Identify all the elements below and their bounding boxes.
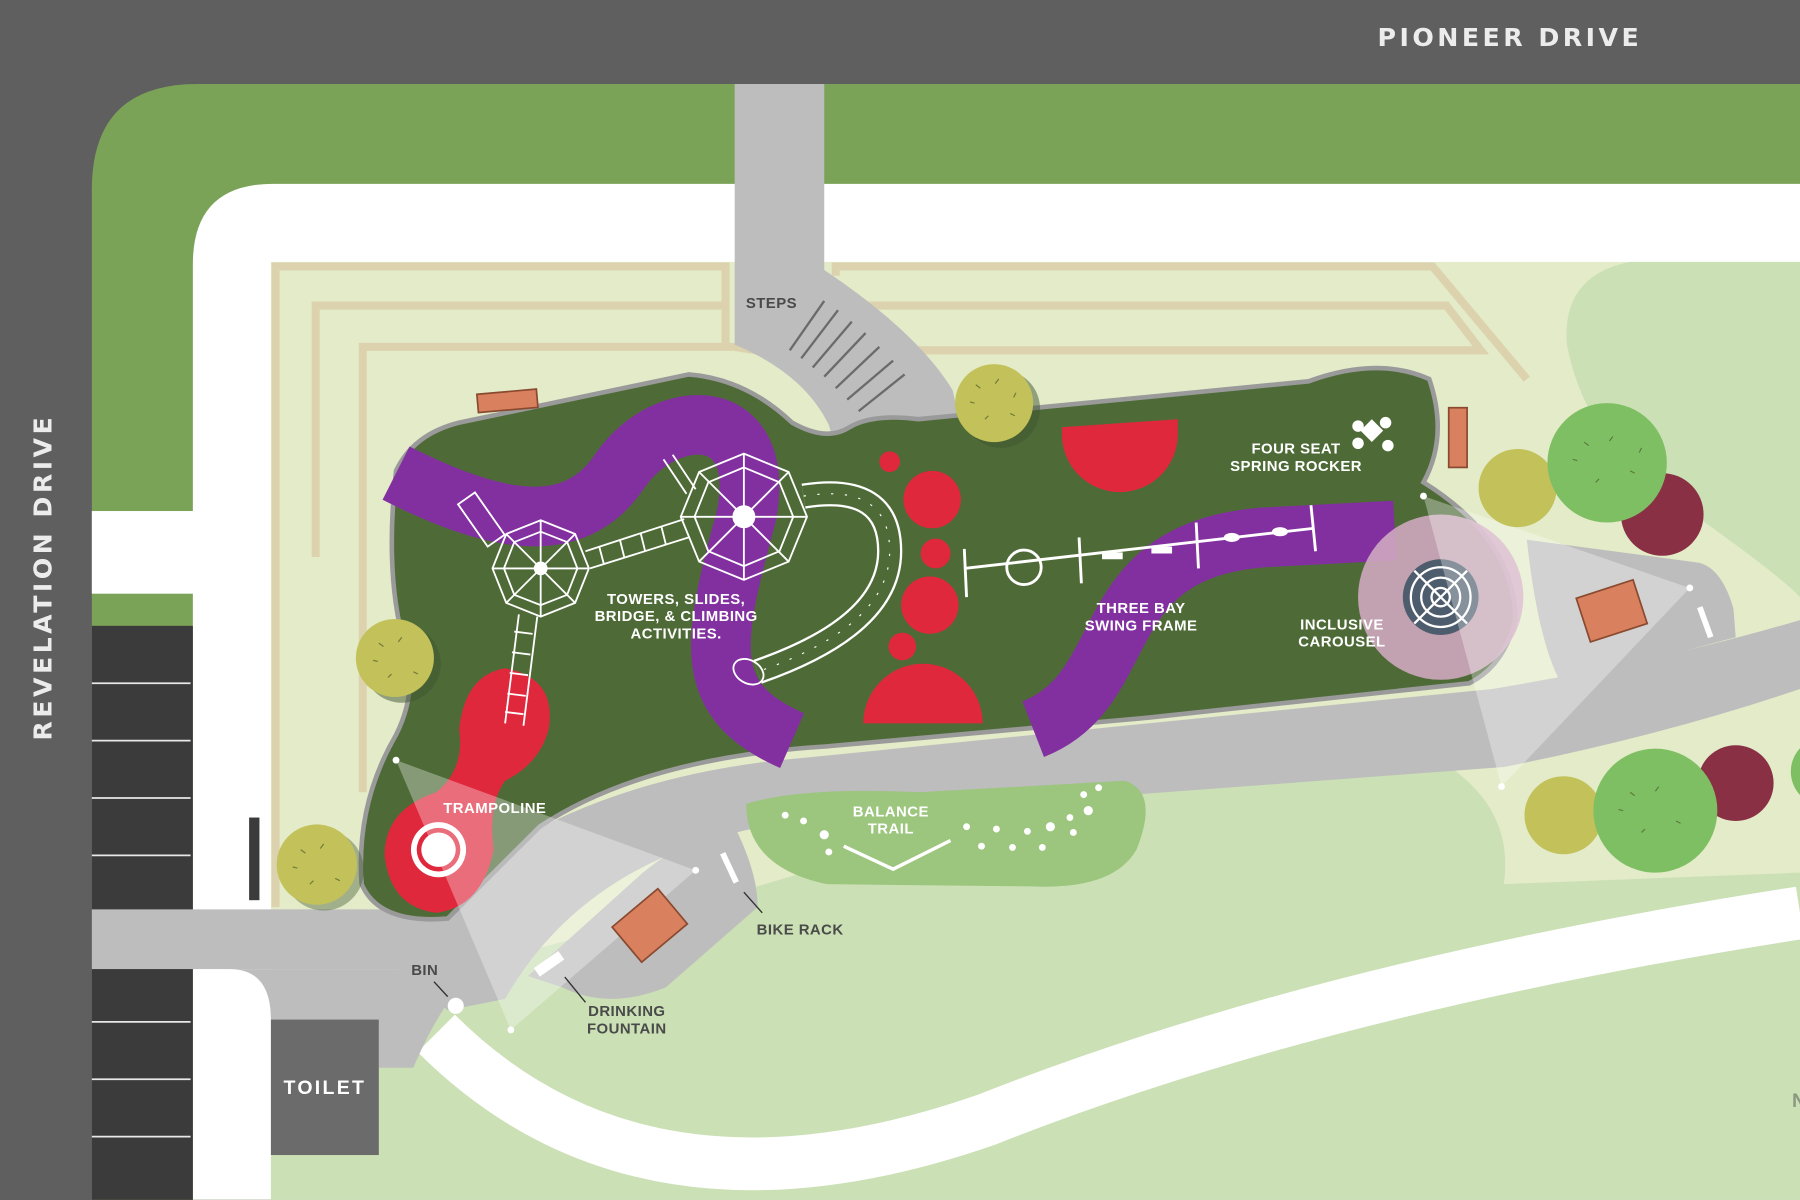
trampoline <box>410 822 467 878</box>
toilet-block <box>270 1019 379 1156</box>
footpath-curve <box>417 886 1800 1191</box>
bike-rack-icon <box>1697 606 1714 639</box>
benches <box>475 388 1649 964</box>
tree-green <box>1547 403 1667 523</box>
leader-lines <box>433 891 763 1003</box>
label-steps: STEPS <box>746 295 797 312</box>
tree-green <box>1593 748 1718 873</box>
svg-text:FOUR SEAT: FOUR SEAT <box>1251 441 1340 458</box>
tree-olive <box>276 824 364 911</box>
sign-post <box>249 817 260 901</box>
view-cones <box>396 496 1690 1030</box>
label-toilet: TOILET <box>283 1077 366 1099</box>
svg-text:SPRING ROCKER: SPRING ROCKER <box>1230 458 1362 475</box>
steps-treads <box>788 300 906 413</box>
svg-text:THREE BAY: THREE BAY <box>1097 600 1186 617</box>
label-trampoline: TRAMPOLINE <box>443 800 546 817</box>
tree-olive <box>955 364 1041 448</box>
label-drinking-fountain: DRINKING FOUNTAIN <box>587 1003 667 1037</box>
tree-olive <box>1478 449 1557 528</box>
open-space-right <box>1566 261 1800 598</box>
street-label-pioneer-drive: PIONEER DRIVE <box>1378 23 1643 52</box>
bin-icon <box>447 997 464 1014</box>
spring-rocker <box>1352 416 1394 452</box>
carousel <box>1358 514 1524 680</box>
bike-rack-icon <box>720 852 739 884</box>
label-edge-cutoff: N <box>1792 1090 1800 1112</box>
trees <box>276 364 1800 911</box>
climbing-structure <box>456 452 903 726</box>
svg-text:TRAIL: TRAIL <box>868 821 914 838</box>
label-towers: TOWERS, SLIDES, BRIDGE, & CLIMBING ACTIV… <box>595 591 758 642</box>
purple-surfaces <box>382 395 1397 768</box>
svg-text:DRINKING: DRINKING <box>588 1003 665 1020</box>
svg-text:INCLUSIVE: INCLUSIVE <box>1300 616 1384 633</box>
drinking-fountain-icon <box>533 951 565 977</box>
tree-olive <box>355 618 441 703</box>
tree-maroon <box>1697 745 1774 821</box>
svg-text:SWING FRAME: SWING FRAME <box>1085 617 1198 634</box>
open-space-bottom <box>270 756 1800 1200</box>
view-points <box>392 492 1694 1034</box>
tree-green <box>1790 748 1800 796</box>
label-spring-rocker: FOUR SEAT SPRING ROCKER <box>1230 441 1362 475</box>
svg-text:CAROUSEL: CAROUSEL <box>1298 633 1385 650</box>
label-balance-trail: BALANCE TRAIL <box>853 803 929 837</box>
label-carousel: INCLUSIVE CAROUSEL <box>1298 616 1385 650</box>
svg-text:ACTIVITIES.: ACTIVITIES. <box>631 625 722 642</box>
label-bike-rack: BIKE RACK <box>757 922 844 939</box>
swing-frame <box>962 505 1317 598</box>
playground-surface <box>358 365 1518 922</box>
label-swing-frame: THREE BAY SWING FRAME <box>1085 600 1198 634</box>
street-label-revelation-drive: REVELATION DRIVE <box>29 414 58 741</box>
svg-text:FOUNTAIN: FOUNTAIN <box>587 1020 667 1037</box>
side-road <box>91 511 196 594</box>
balance-trail <box>746 780 1146 887</box>
svg-text:BRIDGE, & CLIMBING: BRIDGE, & CLIMBING <box>595 608 758 625</box>
svg-text:TOWERS, SLIDES,: TOWERS, SLIDES, <box>607 591 745 608</box>
svg-text:BALANCE: BALANCE <box>853 803 929 820</box>
tree-olive <box>1524 776 1603 855</box>
label-bin: BIN <box>411 962 438 979</box>
